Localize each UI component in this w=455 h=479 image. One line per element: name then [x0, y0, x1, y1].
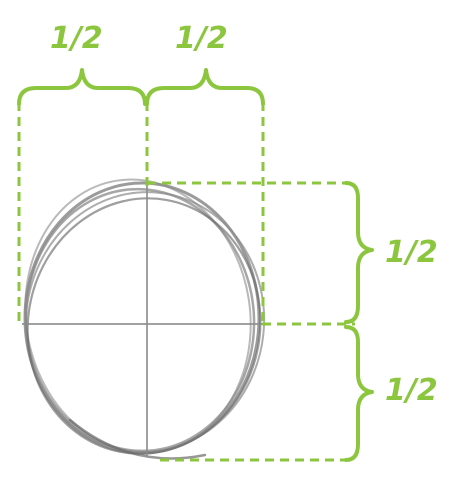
right-upper-brace — [346, 183, 372, 322]
top-right-brace — [147, 70, 263, 104]
head-sketch — [6, 163, 281, 472]
guide-lines — [19, 102, 355, 460]
top-braces — [19, 70, 263, 104]
right-braces — [346, 183, 372, 460]
label-right-upper: 1/2 — [385, 235, 438, 270]
label-right-lower: 1/2 — [385, 373, 438, 408]
label-top-right: 1/2 — [175, 21, 228, 56]
right-lower-brace — [346, 327, 372, 460]
head-outline-stroke — [8, 180, 281, 472]
label-top-left: 1/2 — [50, 21, 103, 56]
head-outline-stroke — [13, 180, 277, 463]
top-left-brace — [19, 70, 145, 104]
labels: 1/2 1/2 1/2 1/2 — [50, 21, 438, 408]
head-outline-stroke — [6, 163, 270, 469]
